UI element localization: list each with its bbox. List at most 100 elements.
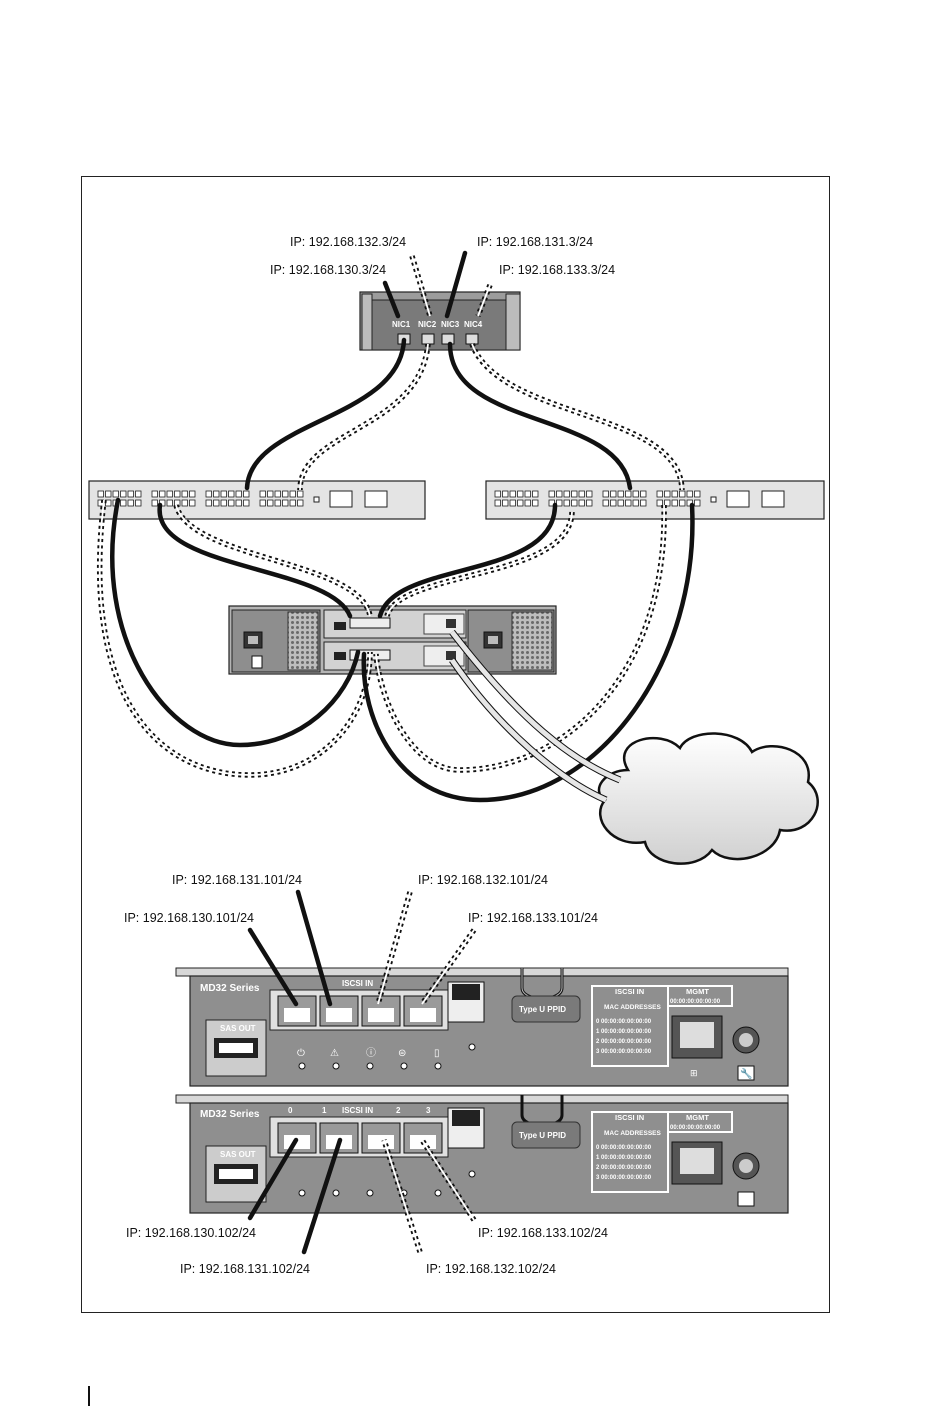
ctrl-bottom-port-3: 3	[426, 1106, 431, 1115]
switch-port	[243, 490, 250, 498]
ctrl-bottom-port-0: 0	[288, 1106, 293, 1115]
switch-port	[151, 490, 158, 498]
switch-port	[556, 499, 563, 507]
ctrl-bottom-port-2: 2	[396, 1106, 401, 1115]
ctrl-top-sas-out: SAS OUT	[220, 1024, 256, 1033]
switch-port	[671, 490, 678, 498]
ctrl-bottom-port-1: 1	[322, 1106, 327, 1115]
ctrl-top-iscsi: ISCSI IN	[342, 979, 373, 988]
switch-port	[610, 490, 617, 498]
host-ip-nic1: IP: 192.168.130.3/24	[270, 263, 386, 277]
nic1-label: NIC1	[392, 320, 411, 329]
switch-port	[135, 490, 142, 498]
ctrl-bottom-mgmt-mac: 00:00:00:00:00:00	[670, 1125, 721, 1131]
switch-port	[632, 490, 639, 498]
switch-port	[494, 490, 501, 498]
ctrl-bottom-iscsi: ISCSI IN	[342, 1106, 373, 1115]
nic3-port	[441, 333, 455, 345]
switch-port	[502, 499, 509, 507]
diagram-frame	[81, 176, 830, 1313]
ctrl-top-mac-subtitle: MAC ADDRESSES	[604, 1004, 661, 1011]
switch-port	[548, 490, 555, 498]
switch-port	[586, 490, 593, 498]
switch-port	[571, 499, 578, 507]
switch-port	[259, 499, 266, 507]
switch-port	[274, 499, 281, 507]
switch-port	[509, 499, 516, 507]
switch-port	[517, 490, 524, 498]
switch-port	[151, 499, 158, 507]
ctrl-bottom-ip-3: IP: 192.168.133.102/24	[478, 1226, 608, 1240]
ctrl-top-mac-2: 2 00:00:00:00:00:00	[596, 1039, 652, 1045]
ctrl-bottom-mac-subtitle: MAC ADDRESSES	[604, 1130, 661, 1137]
switch-left	[88, 480, 426, 520]
switch-port	[656, 499, 663, 507]
ctrl-bottom-mac-0: 0 00:00:00:00:00:00	[596, 1145, 652, 1151]
ctrl-top-mac-0: 0 00:00:00:00:00:00	[596, 1019, 652, 1025]
nic4-port	[465, 333, 479, 345]
network-icon: ⊞	[690, 1068, 698, 1078]
ctrl-top-ip-3: IP: 192.168.133.101/24	[468, 911, 598, 925]
switch-port	[671, 499, 678, 507]
host-ip-nic2: IP: 192.168.132.3/24	[290, 235, 406, 249]
switch-port	[297, 499, 304, 507]
switch-port	[274, 490, 281, 498]
ctrl-top-iscsi-ports	[277, 995, 443, 1027]
switch-port	[205, 499, 212, 507]
ctrl-top-mac-title: ISCSI IN	[615, 987, 644, 996]
host-ip-nic4: IP: 192.168.133.3/24	[499, 263, 615, 277]
switch-port	[213, 490, 220, 498]
switch-port	[282, 499, 289, 507]
switch-port	[220, 490, 227, 498]
switch-port	[235, 490, 242, 498]
switch-port	[228, 490, 235, 498]
switch-port	[205, 490, 212, 498]
switch-port	[105, 490, 112, 498]
switch-port	[289, 499, 296, 507]
switch-port	[289, 490, 296, 498]
ctrl-top-series: MD32 Series	[200, 983, 260, 994]
switch-port	[578, 499, 585, 507]
ctrl-bottom-mgmt-title: MGMT	[686, 1113, 709, 1122]
switch-port	[97, 490, 104, 498]
switch-port	[610, 499, 617, 507]
host-ip-nic3: IP: 192.168.131.3/24	[477, 235, 593, 249]
switch-port	[112, 490, 119, 498]
ctrl-bottom-sas-out: SAS OUT	[220, 1150, 256, 1159]
switch-port	[586, 499, 593, 507]
switch-port	[259, 490, 266, 498]
switch-port	[640, 499, 647, 507]
switch-port	[617, 499, 624, 507]
switch-port	[617, 490, 624, 498]
switch-port	[502, 490, 509, 498]
switch-port	[694, 490, 701, 498]
switch-port	[517, 499, 524, 507]
nic2-label: NIC2	[418, 320, 437, 329]
switch-port	[181, 490, 188, 498]
wrench-icon: 🔧	[740, 1067, 752, 1080]
ctrl-bottom-series: MD32 Series	[200, 1109, 260, 1120]
switch-port	[632, 499, 639, 507]
switch-port	[213, 499, 220, 507]
switch-port	[625, 499, 632, 507]
switch-port	[174, 490, 181, 498]
ctrl-bottom-mac-2: 2 00:00:00:00:00:00	[596, 1165, 652, 1171]
power-icon: ⏻	[297, 1048, 305, 1059]
switch-port	[166, 490, 173, 498]
switch-port	[181, 499, 188, 507]
switch-port	[267, 490, 274, 498]
switch-port	[532, 499, 539, 507]
switch-port	[127, 499, 134, 507]
switch-port	[625, 490, 632, 498]
ctrl-bottom-ip-2: IP: 192.168.132.102/24	[426, 1262, 556, 1276]
battery-icon: ▯	[434, 1048, 440, 1059]
info-icon: ⓘ	[366, 1047, 376, 1059]
nic3-label: NIC3	[441, 320, 460, 329]
switch-right	[485, 480, 825, 520]
switch-port	[235, 499, 242, 507]
switch-port	[664, 499, 671, 507]
switch-port	[679, 490, 686, 498]
switch-port	[494, 499, 501, 507]
host-server: NIC1 NIC2 NIC3 NIC4	[359, 291, 521, 351]
ctrl-bottom-ip-0: IP: 192.168.130.102/24	[126, 1226, 256, 1240]
